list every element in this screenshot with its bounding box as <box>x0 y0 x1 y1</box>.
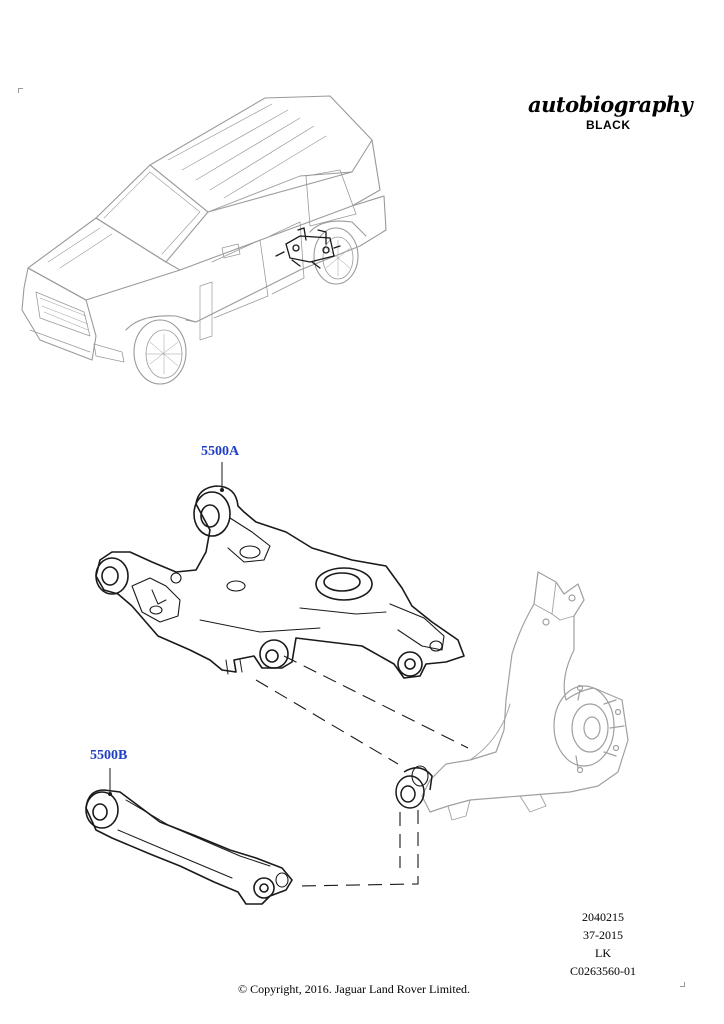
badge-script-text: autobiography <box>528 92 693 117</box>
info-line: 2040215 <box>582 910 624 924</box>
copyright-notice: © Copyright, 2016. Jaguar Land Rover Lim… <box>237 982 471 996</box>
autobiography-black-badge: autobiography BLACK <box>520 92 693 136</box>
assembly-leader-lines <box>255 655 469 887</box>
badge-sub-text: BLACK <box>586 118 631 132</box>
knuckle-illustration <box>421 571 629 821</box>
corner-mark <box>680 982 685 987</box>
callout-dot <box>108 792 112 796</box>
upper-control-arm-5500a <box>95 485 465 679</box>
vehicle-illustration <box>21 95 387 385</box>
info-line: C0263560-01 <box>570 964 636 978</box>
callout-dot <box>220 488 224 492</box>
drawing-info-block: 2040215 37-2015 LK C0263560-01 <box>570 908 636 980</box>
info-line: LK <box>595 946 611 960</box>
callout-part-b[interactable]: 5500B <box>90 748 128 763</box>
knuckle-bushing <box>395 765 433 809</box>
lower-link-5500b <box>85 789 293 905</box>
callout-part-a[interactable]: 5500A <box>201 444 240 459</box>
info-line: 37-2015 <box>583 928 623 942</box>
callout-leaders <box>109 462 223 794</box>
corner-mark <box>18 88 23 93</box>
vehicle-suspension-highlight <box>275 227 341 269</box>
